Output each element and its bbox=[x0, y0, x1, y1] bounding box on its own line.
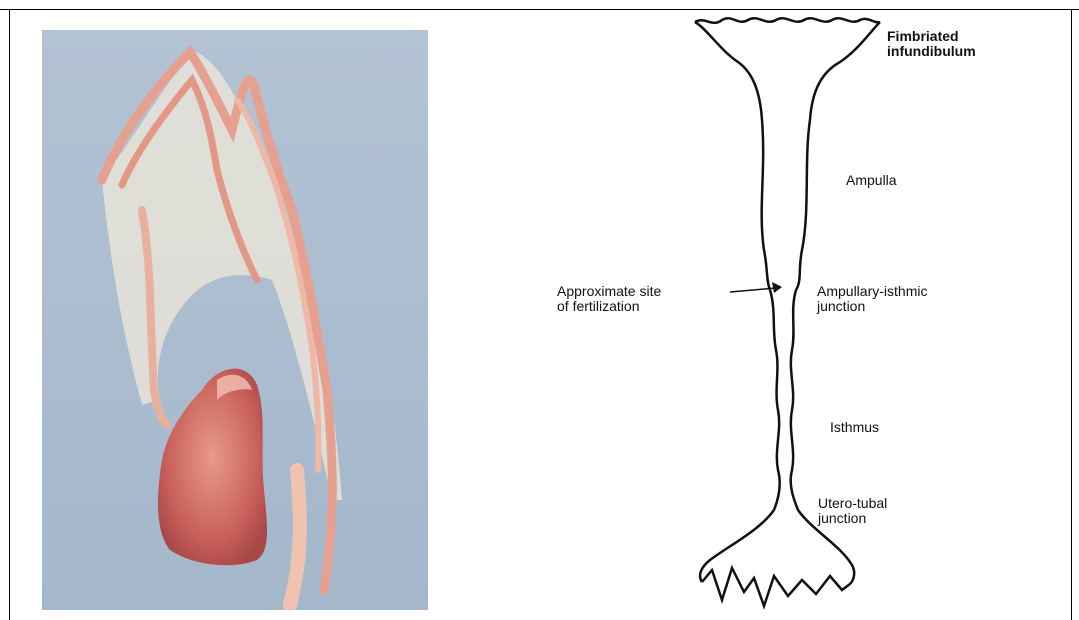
label-fimbriated-infundibulum: Fimbriated infundibulum bbox=[887, 29, 976, 59]
infundibulum-outline-right bbox=[810, 22, 880, 120]
oviduct-photo bbox=[42, 30, 428, 610]
uterus-jagged-bottom bbox=[702, 568, 850, 606]
fimbriae-wavy-top bbox=[695, 18, 880, 23]
frame-left-border bbox=[9, 9, 10, 620]
label-fertilization-site: Approximate site of fertilization bbox=[557, 284, 661, 314]
isthmus-left-wall bbox=[770, 290, 780, 510]
label-ampulla: Ampulla bbox=[846, 173, 897, 188]
label-ampullary-isthmic-junction: Ampullary-isthmic junction bbox=[817, 284, 927, 314]
ampulla-left-wall bbox=[762, 120, 770, 290]
ampulla-right-wall bbox=[796, 120, 810, 290]
infundibulum-outline-left bbox=[695, 22, 762, 120]
label-utero-tubal-junction: Utero-tubal junction bbox=[818, 496, 887, 526]
isthmus-right-wall bbox=[791, 290, 798, 510]
label-isthmus: Isthmus bbox=[830, 420, 879, 435]
fertilization-arrowhead bbox=[772, 282, 782, 293]
frame-right-border bbox=[1071, 9, 1072, 620]
